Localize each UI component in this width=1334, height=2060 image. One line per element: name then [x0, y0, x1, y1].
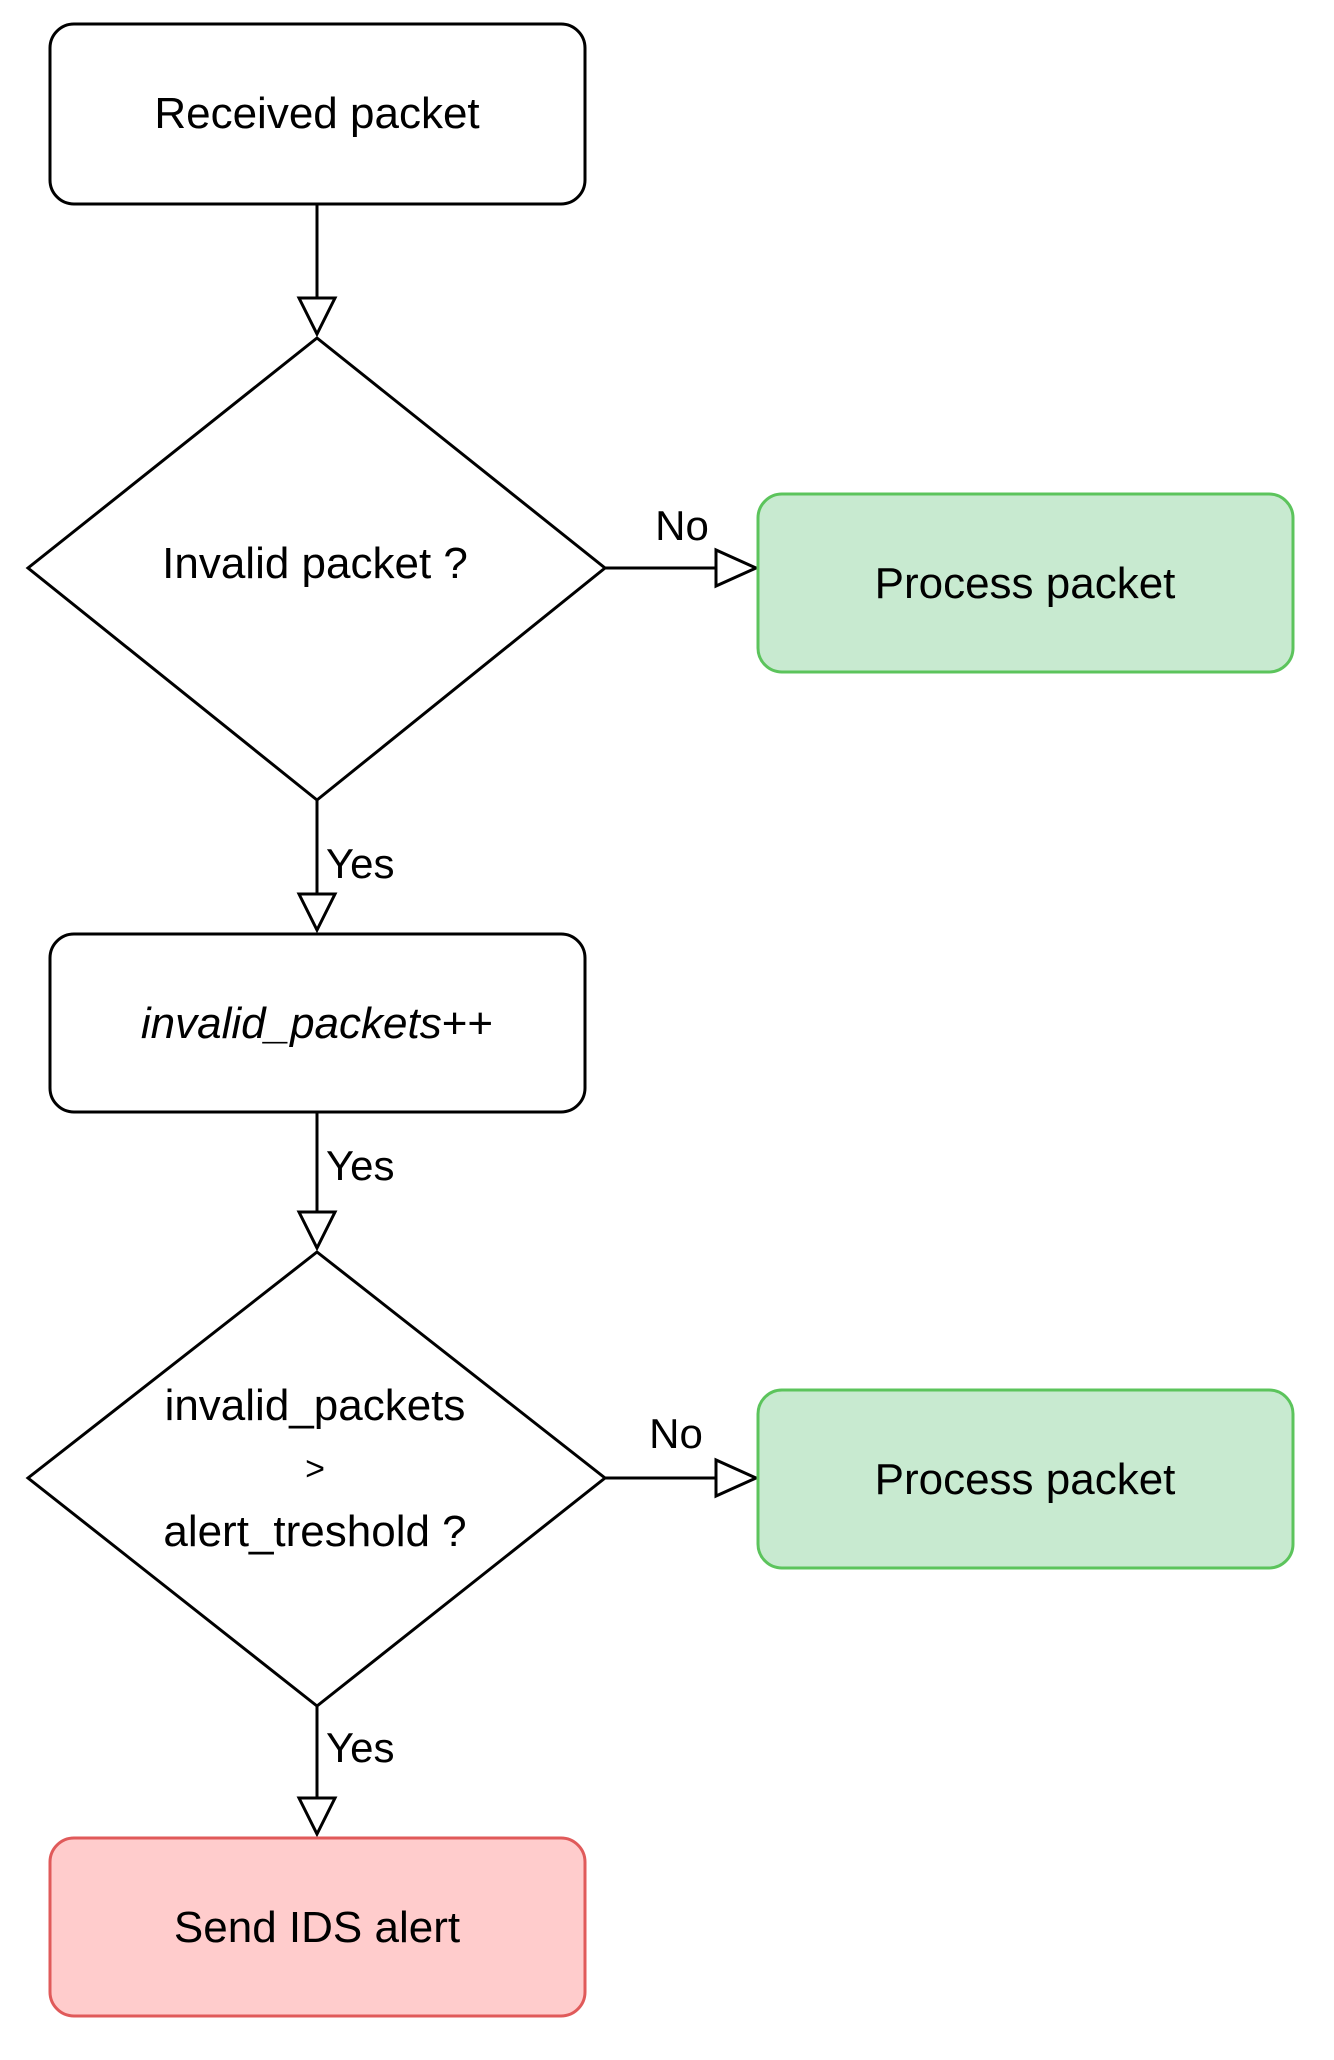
node-send-ids-alert: Send IDS alert	[48, 1836, 587, 2018]
edge-invalid-yes-label: Yes	[326, 840, 395, 887]
arrowhead-icon	[296, 1210, 338, 1252]
node-invalid-packet-decision: Invalid packet ?	[25, 336, 608, 802]
edge-received-to-invalid	[296, 204, 338, 338]
node-process-packet-1-label: Process packet	[875, 559, 1176, 608]
arrowhead-icon	[296, 1796, 338, 1838]
arrowhead-icon	[296, 296, 338, 338]
node-process-packet-1: Process packet	[756, 492, 1295, 674]
edge-threshold-no: No	[605, 1410, 760, 1499]
edge-invalid-no-label: No	[655, 502, 709, 549]
arrowhead-icon	[714, 547, 760, 589]
edge-threshold-yes: Yes	[296, 1706, 395, 1838]
node-increment-var: invalid_packets	[141, 999, 442, 1048]
node-increment-op: ++	[442, 999, 493, 1048]
node-received-packet-label: Received packet	[154, 89, 479, 138]
node-threshold-line3: alert_treshold ?	[163, 1507, 466, 1556]
node-increment-label: invalid_packets++	[141, 999, 493, 1048]
edge-invalid-yes: Yes	[296, 800, 395, 934]
node-threshold-line2: >	[305, 1450, 325, 1488]
edge-invalid-no: No	[605, 502, 760, 589]
arrowhead-icon	[296, 892, 338, 934]
edge-increment-yes-label: Yes	[326, 1142, 395, 1189]
node-increment-counter: invalid_packets++	[48, 932, 587, 1114]
arrowhead-icon	[714, 1457, 760, 1499]
node-process-packet-2: Process packet	[756, 1388, 1295, 1570]
node-process-packet-2-label: Process packet	[875, 1455, 1176, 1504]
edge-increment-yes: Yes	[296, 1112, 395, 1252]
node-invalid-packet-label: Invalid packet ?	[162, 539, 468, 588]
edge-threshold-yes-label: Yes	[326, 1724, 395, 1771]
node-send-ids-alert-label: Send IDS alert	[174, 1903, 460, 1952]
node-received-packet: Received packet	[48, 22, 587, 206]
edge-threshold-no-label: No	[649, 1410, 703, 1457]
node-threshold-line1: invalid_packets	[165, 1381, 466, 1430]
node-threshold-decision: invalid_packets > alert_treshold ?	[25, 1250, 608, 1708]
